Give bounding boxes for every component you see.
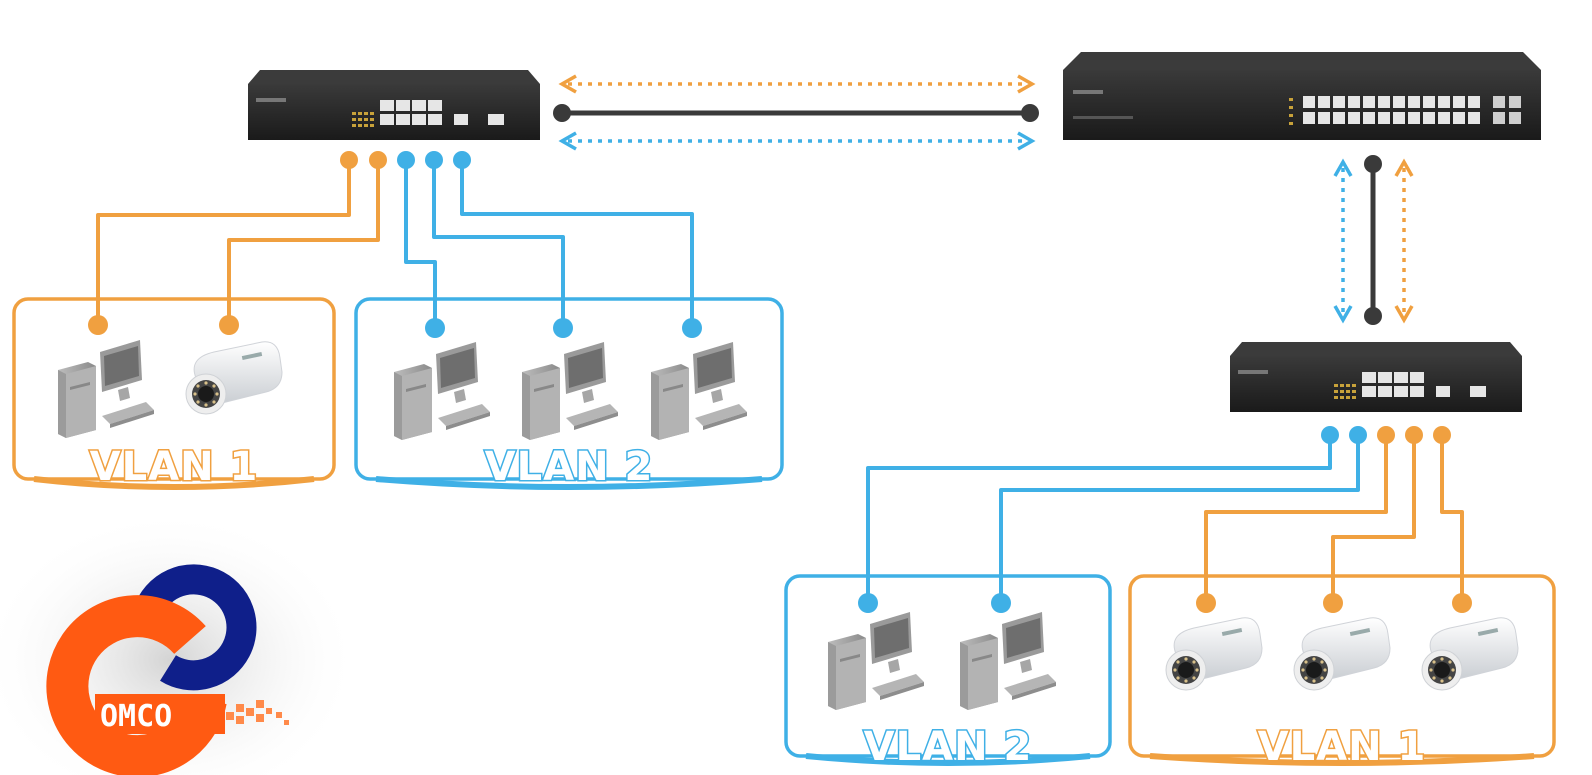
left-switch-port-dots (88, 151, 702, 338)
pc-icon (960, 612, 1056, 710)
core-switch (1063, 52, 1541, 140)
logo-orange-ring (46, 595, 227, 775)
left-switch-cables (96, 160, 694, 325)
vlan-label: VLAN 2 (864, 724, 1033, 770)
vlan-label: VLAN 2 (485, 444, 654, 490)
vlan-label: VLAN 1 (90, 444, 259, 490)
pc-icon (651, 342, 747, 440)
vlan-group-right-vlan1: VLAN 1 (1128, 574, 1556, 772)
vlan-group-right-vlan2: VLAN 2 (784, 574, 1112, 772)
logo-pixels (226, 700, 289, 725)
right-switch-port-dots (858, 426, 1472, 613)
logo-navy-arc (133, 564, 257, 691)
camera-icon (1421, 617, 1519, 691)
omco-logo: OMCO (0, 510, 360, 775)
camera-icon (1293, 617, 1391, 691)
pc-icon (828, 612, 924, 710)
vlan-label: VLAN 1 (1258, 724, 1427, 770)
camera-icon (185, 341, 283, 415)
right-switch-cables (866, 435, 1464, 600)
logo-text: OMCO (100, 699, 172, 734)
trunk-links-top (553, 74, 1039, 151)
right-switch (1230, 342, 1522, 412)
pc-icon (58, 340, 154, 438)
vlan-group-left-vlan1: VLAN 1 (12, 297, 336, 492)
pc-icon (394, 342, 490, 440)
trunk-links-vertical (1333, 155, 1414, 325)
pc-icon (522, 342, 618, 440)
left-switch (248, 70, 540, 140)
vlan-group-left-vlan2: VLAN 2 (354, 297, 784, 492)
camera-icon (1165, 617, 1263, 691)
